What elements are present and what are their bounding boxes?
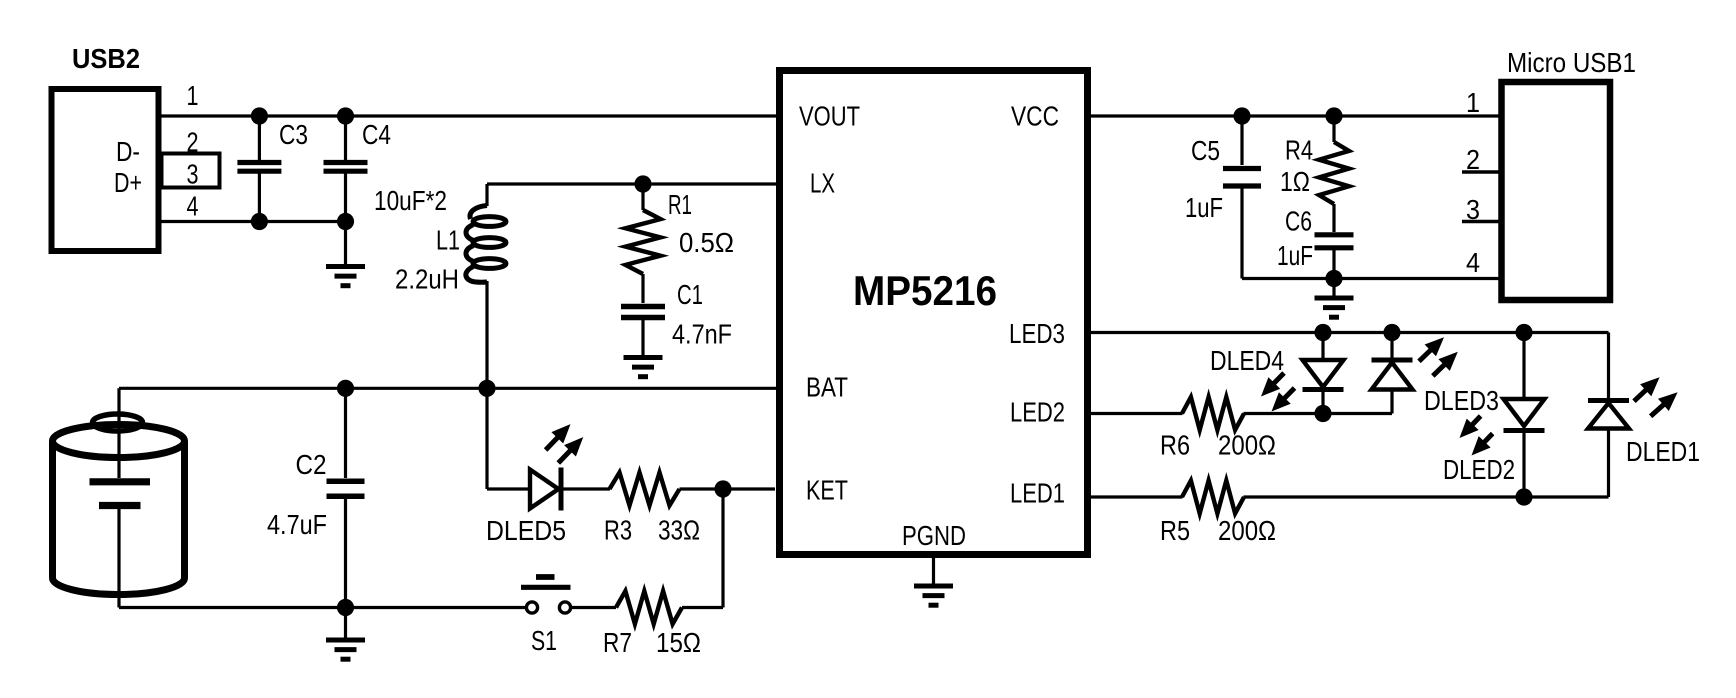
svg-text:LED1: LED1 [1010,478,1065,509]
svg-text:DLED5: DLED5 [486,515,566,546]
svg-text:C6: C6 [1285,206,1312,237]
svg-text:4.7uF: 4.7uF [267,509,327,540]
svg-text:1: 1 [187,80,199,111]
svg-text:200Ω: 200Ω [1218,515,1276,546]
svg-text:3: 3 [1466,194,1480,225]
svg-text:L1: L1 [436,225,460,256]
svg-text:10uF*2: 10uF*2 [374,185,447,216]
svg-text:33Ω: 33Ω [658,515,700,546]
svg-text:USB2: USB2 [72,43,140,74]
svg-text:C1: C1 [677,279,703,310]
svg-text:DLED3: DLED3 [1424,385,1499,416]
svg-text:1Ω: 1Ω [1280,166,1310,197]
svg-text:1uF: 1uF [1185,192,1223,223]
svg-text:LED2: LED2 [1010,397,1065,428]
svg-text:R6: R6 [1160,430,1190,461]
svg-text:R5: R5 [1160,515,1190,546]
svg-text:R1: R1 [668,189,692,220]
svg-text:D+: D+ [114,167,142,198]
svg-text:0.5Ω: 0.5Ω [679,227,734,258]
svg-text:C2: C2 [296,449,327,480]
svg-text:4: 4 [187,191,199,222]
svg-text:VOUT: VOUT [799,101,860,132]
svg-text:1uF: 1uF [1277,240,1313,271]
svg-text:3: 3 [187,159,199,190]
svg-text:1: 1 [1466,87,1480,118]
svg-text:2.2uH: 2.2uH [395,264,459,295]
svg-text:Micro USB1: Micro USB1 [1507,47,1636,78]
svg-text:LX: LX [810,168,835,199]
svg-text:200Ω: 200Ω [1218,430,1276,461]
svg-text:DLED1: DLED1 [1626,436,1700,467]
svg-text:C4: C4 [362,119,391,150]
svg-text:DLED4: DLED4 [1210,345,1284,376]
svg-text:2: 2 [1466,144,1480,175]
svg-text:S1: S1 [531,625,557,656]
svg-text:DLED2: DLED2 [1443,454,1515,485]
svg-text:KET: KET [806,475,848,506]
svg-text:R3: R3 [604,515,632,546]
svg-text:BAT: BAT [806,372,848,403]
svg-text:2: 2 [187,127,199,158]
svg-text:LED3: LED3 [1009,318,1065,349]
svg-text:PGND: PGND [902,520,966,551]
svg-text:MP5216: MP5216 [853,267,997,314]
svg-text:15Ω: 15Ω [656,627,701,658]
svg-text:R7: R7 [603,627,632,658]
svg-text:4: 4 [1466,247,1480,278]
svg-text:VCC: VCC [1011,101,1059,132]
svg-text:4.7nF: 4.7nF [672,319,732,350]
svg-text:D-: D- [116,136,140,167]
svg-text:C3: C3 [279,119,308,150]
svg-text:R4: R4 [1285,135,1313,166]
svg-text:C5: C5 [1191,135,1220,166]
